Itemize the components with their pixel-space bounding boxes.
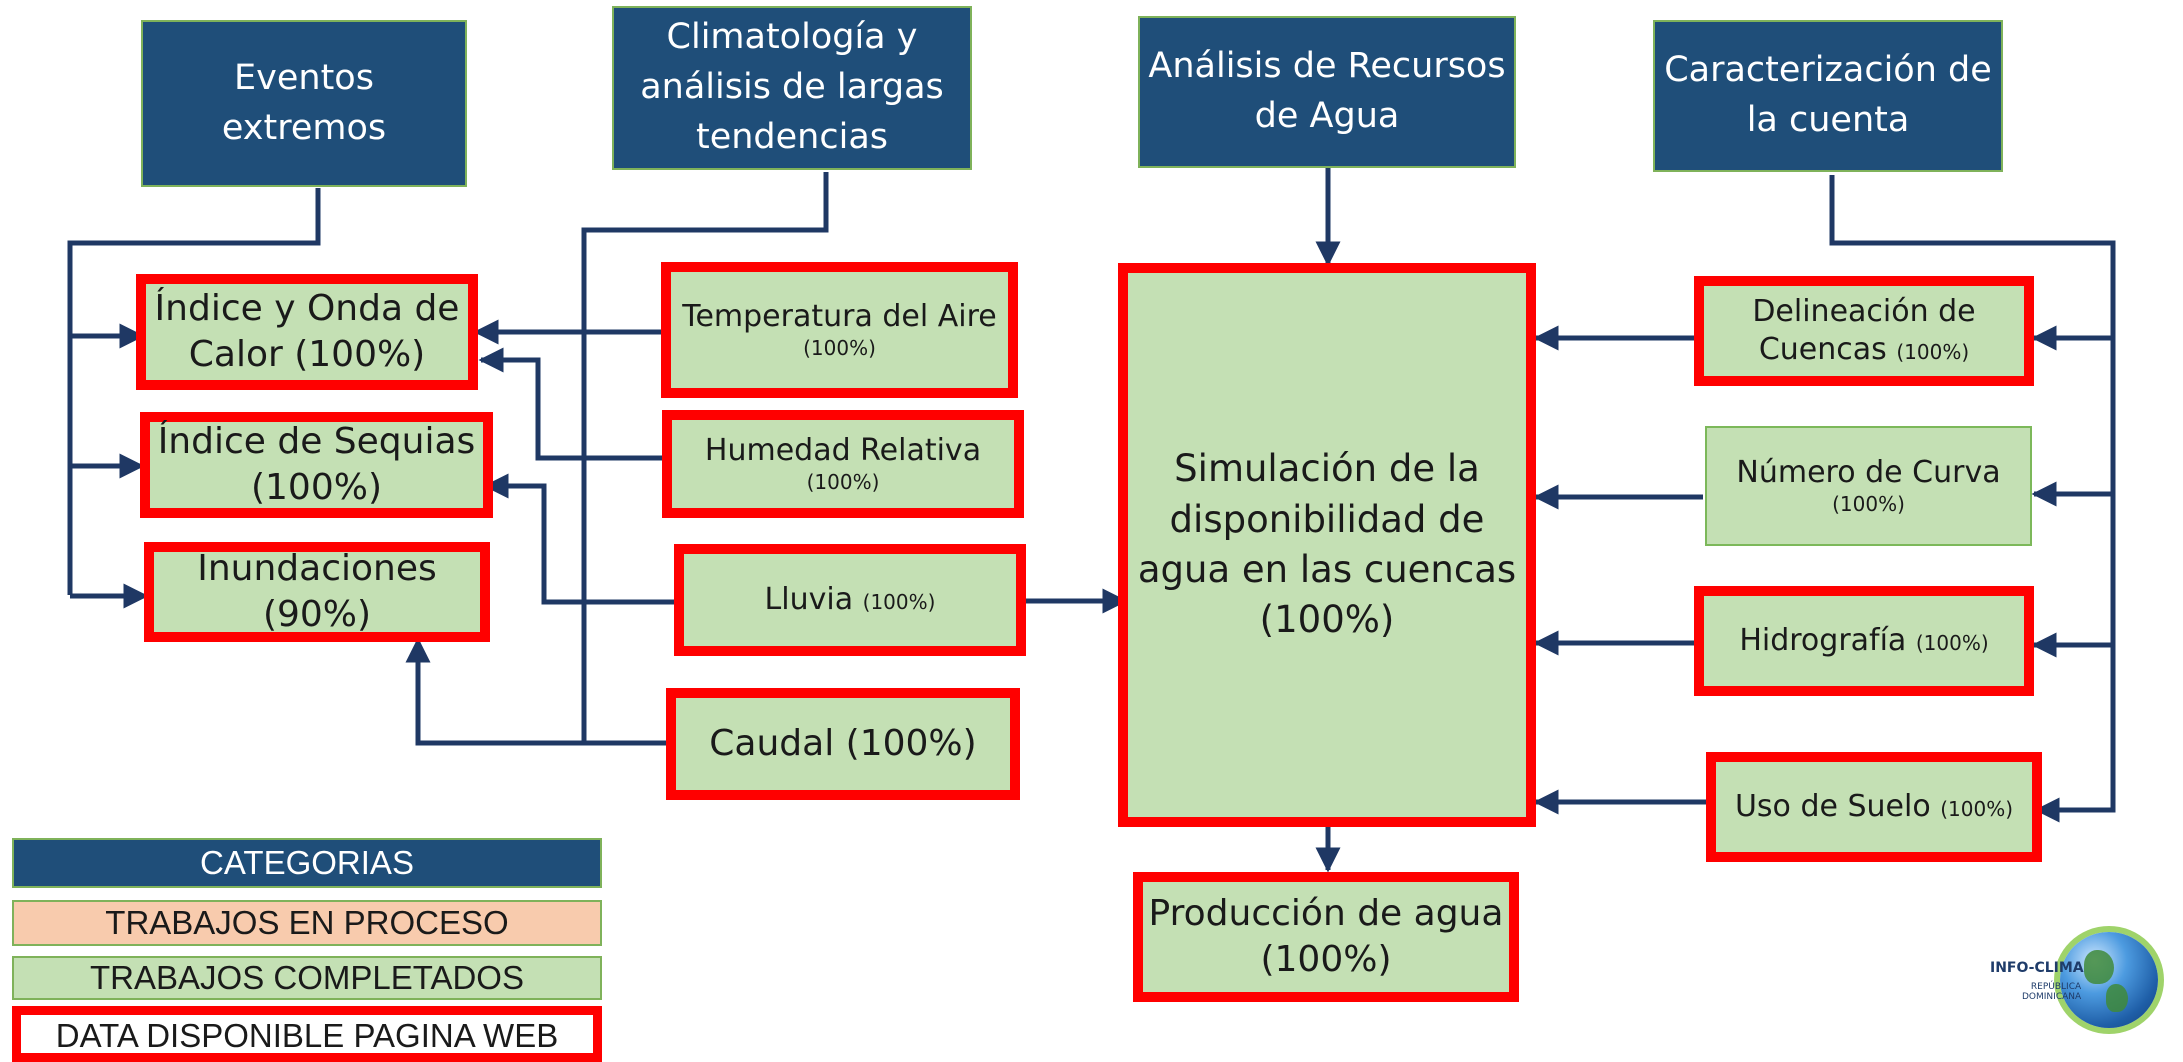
node-label-line: Índice y Onda de [154,287,460,329]
node-label-line: Índice de Sequias [157,420,476,462]
node-percent: (100%) [1896,340,1970,364]
node-percent: (100%) [1915,630,1989,655]
node-label: Número de Curva [1736,455,2001,490]
node-label-row: Hidrografía (100%) [1739,622,1988,660]
category-label-line: Análisis de Recursos [1148,46,1506,87]
node-label: Hidrografía [1739,622,1907,658]
logo-subtitle: REPÚBLICA DOMINICANA [2022,982,2081,1002]
node-label-line: Calor (100%) [188,334,426,375]
node-indice-onda-calor: Índice y Onda de Calor (100%) [136,274,478,390]
node-label: Cuencas [1758,332,1887,367]
node-label: Humedad Relativa [704,433,982,468]
node-label: Uso de Suelo [1734,788,1931,824]
node-label-line: disponibilidad de [1169,497,1485,541]
category-label-line: de Agua [1254,96,1400,136]
node-uso-suelo: Uso de Suelo (100%) [1706,752,2042,862]
node-percent: (100%) [862,589,936,614]
category-climatologia: Climatología y análisis de largas tenden… [612,6,972,170]
logo-title: INFO-CLIMA [1990,960,2084,976]
node-indice-sequias: Índice de Sequias (100%) [140,412,493,518]
category-caracterizacion-cuenta: Caracterización de la cuenta [1653,20,2003,172]
node-lluvia: Lluvia (100%) [674,544,1026,656]
node-label-row: Uso de Suelo (100%) [1735,788,2013,826]
node-label-row: Lluvia (100%) [765,581,936,619]
category-eventos-extremos: Eventos extremos [141,20,467,187]
category-label-line: tendencias [695,116,889,157]
info-clima-logo: INFO-CLIMA REPÚBLICA DOMINICANA [1990,930,2170,1030]
category-label-line: análisis de largas [640,67,944,108]
node-produccion-agua: Producción de agua (100%) [1133,872,1519,1002]
globe-icon [2060,932,2158,1028]
legend-item-in-process: TRABAJOS EN PROCESO [12,900,602,946]
node-label-line: agua en las cuencas [1137,548,1517,591]
node-inundaciones: Inundaciones (90%) [144,542,490,642]
node-humedad-relativa: Humedad Relativa (100%) [662,410,1024,518]
node-percent: (100%) [1832,492,1905,517]
logo-subtitle-line: DOMINICANA [2022,992,2082,1002]
node-hidrografia: Hidrografía (100%) [1694,586,2034,696]
legend-item-label: TRABAJOS COMPLETADOS [90,959,524,996]
category-label-line: Caracterización de [1664,50,1992,91]
category-recursos-agua: Análisis de Recursos de Agua [1138,16,1516,168]
node-label-line: (100%) [250,467,382,508]
node-label-line: (90%) [262,594,372,635]
category-label-line: la cuenta [1746,100,1910,140]
node-label: Delineación de [1752,293,1976,329]
node-delineacion-cuencas: Delineación de Cuencas (100%) [1694,276,2034,386]
node-label-line: (100%) [1259,598,1395,642]
node-label-row: Cuencas (100%) [1759,331,1969,369]
node-label: Lluvia [764,581,854,617]
legend-item-label: TRABAJOS EN PROCESO [105,904,509,941]
category-label-line: Eventos [234,57,374,98]
legend-title: CATEGORIAS [12,838,602,888]
node-label-line: Inundaciones [197,547,437,589]
node-temperatura-aire: Temperatura del Aire (100%) [661,262,1018,398]
legend-item-web: DATA DISPONIBLE PAGINA WEB [12,1006,602,1062]
node-numero-curva: Número de Curva (100%) [1705,426,2032,546]
logo-subtitle-line: REPÚBLICA [2030,982,2082,992]
legend-title-text: CATEGORIAS [200,844,414,881]
legend-item-completed: TRABAJOS COMPLETADOS [12,956,602,1000]
node-label: Temperatura del Aire [682,299,997,334]
node-caudal: Caudal (100%) [666,688,1020,800]
node-percent: (100%) [806,470,880,495]
node-simulacion-disponibilidad: Simulación de la disponibilidad de agua … [1118,263,1536,827]
node-label-line: Simulación de la [1174,447,1480,491]
node-label: Caudal (100%) [709,722,977,764]
node-label-line: (100%) [1260,939,1392,980]
node-percent: (100%) [803,336,876,361]
node-label-line: Producción de agua [1148,892,1504,934]
legend-item-label: DATA DISPONIBLE PAGINA WEB [55,1017,559,1054]
category-label-line: extremos [221,107,387,148]
node-percent: (100%) [1940,796,2014,821]
category-label-line: Climatología y [666,17,918,58]
